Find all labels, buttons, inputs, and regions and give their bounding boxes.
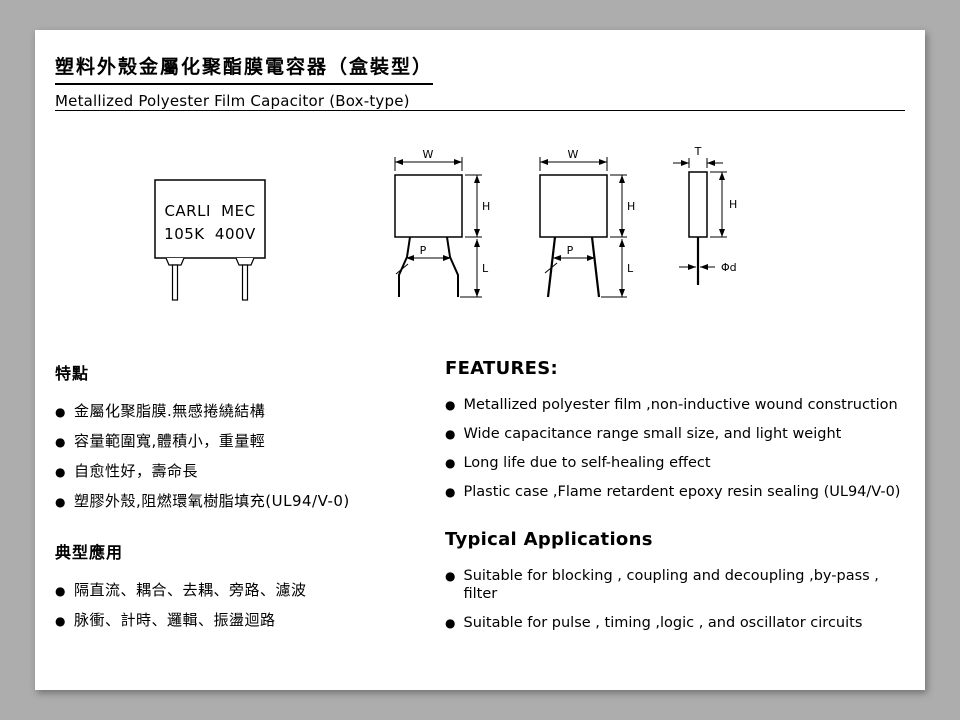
drawing-dim-bent-leads [394, 157, 482, 298]
capacitor-body [154, 179, 266, 259]
list-item-text: 脉衝、計時、邏輯、振盪迴路 [73, 611, 276, 629]
dim-label-t: T [694, 145, 702, 158]
page-title-zh: 塑料外殼金屬化聚酯膜電容器（盒裝型） [55, 52, 434, 85]
list-item: ● 自愈性好，壽命長 [55, 462, 433, 481]
dim-label-p: P [567, 244, 574, 257]
dim-label-h: H [729, 198, 737, 211]
list-item: ● 塑膠外殼,阻燃環氧樹脂填充(UL94/V-0) [55, 492, 433, 511]
capacitor-lead-left [171, 264, 179, 301]
capacitor-marking-brand: CARLI MEC [164, 202, 255, 220]
list-item: ● 隔直流、耦合、去耦、旁路、濾波 [55, 581, 433, 600]
list-item: ● Suitable for pulse , timing ,logic , an… [445, 614, 910, 632]
title-row: 塑料外殼金屬化聚酯膜電容器（盒裝型） [55, 52, 905, 85]
applications-en-list: ● Suitable for blocking , coupling and de… [445, 567, 910, 632]
list-item-text: Long life due to self-healing effect [463, 455, 711, 471]
list-item: ● 金屬化聚脂膜.無感捲繞結構 [55, 402, 433, 421]
list-item: ● Suitable for blocking , coupling and de… [445, 567, 910, 603]
bullet-icon: ● [55, 584, 66, 598]
section-english: FEATURES: ● Metallized polyester film ,no… [445, 358, 910, 643]
bullet-icon: ● [55, 614, 66, 628]
applications-zh-heading: 典型應用 [55, 543, 124, 562]
dim-label-h: H [627, 200, 635, 213]
drawing-capacitor-front [154, 179, 266, 301]
list-item-text: 塑膠外殼,阻燃環氧樹脂填充(UL94/V-0) [73, 492, 350, 510]
features-zh-heading: 特點 [55, 364, 90, 383]
list-item-text: 容量範圍寬,體積小，重量輕 [73, 432, 266, 450]
bullet-icon: ● [445, 616, 456, 630]
list-item-text: Suitable for pulse , timing ,logic , and… [463, 615, 863, 631]
bullet-icon: ● [55, 495, 66, 509]
list-item-text: Wide capacitance range small size, and l… [463, 426, 842, 442]
list-item-text: Suitable for blocking , coupling and dec… [463, 568, 879, 602]
capacitor-lead-right [241, 264, 249, 301]
capacitor-foot-left [165, 257, 185, 266]
dim-label-p: P [420, 244, 427, 257]
bullet-icon: ● [55, 465, 66, 479]
list-item: ● Long life due to self-healing effect [445, 454, 910, 472]
page-title-en: Metallized Polyester Film Capacitor (Box… [55, 92, 410, 110]
drawing-dim-straight-leads [539, 157, 627, 298]
dim-label-w: W [568, 148, 579, 161]
bullet-icon: ● [445, 569, 456, 583]
features-en-heading: FEATURES: [445, 358, 559, 379]
bullet-icon: ● [55, 435, 66, 449]
list-item-text: Plastic case ,Flame retardent epoxy resi… [463, 484, 901, 500]
list-item: ● 脉衝、計時、邏輯、振盪迴路 [55, 611, 433, 630]
dim-label-phi-d: Φd [721, 261, 737, 274]
list-item-text: 金屬化聚脂膜.無感捲繞結構 [73, 402, 266, 420]
header-divider [55, 110, 905, 111]
technical-drawings-svg: CARLI MEC 105K 400V W H P L [154, 145, 737, 301]
technical-drawings: CARLI MEC 105K 400V W H P L [35, 145, 925, 315]
list-item: ● Metallized polyester film ,non-inductiv… [445, 396, 910, 414]
dim-label-l: L [482, 262, 489, 275]
features-en-list: ● Metallized polyester film ,non-inductiv… [445, 396, 910, 501]
bullet-icon: ● [445, 485, 456, 499]
list-item-text: 隔直流、耦合、去耦、旁路、濾波 [73, 581, 307, 599]
bullet-icon: ● [445, 456, 456, 470]
dim-label-w: W [423, 148, 434, 161]
applications-zh-list: ● 隔直流、耦合、去耦、旁路、濾波 ● 脉衝、計時、邏輯、振盪迴路 [55, 581, 433, 630]
bullet-icon: ● [445, 427, 456, 441]
bullet-icon: ● [445, 398, 456, 412]
dim-label-l: L [627, 262, 634, 275]
list-item: ● Wide capacitance range small size, and … [445, 425, 910, 443]
drawing-dim-side-view [673, 158, 727, 285]
page-header: 塑料外殼金屬化聚酯膜電容器（盒裝型） Metallized Polyester … [55, 52, 905, 110]
capacitor-marking-value: 105K 400V [164, 225, 256, 243]
bullet-icon: ● [55, 405, 66, 419]
capacitor-foot-right [235, 257, 255, 266]
applications-en-heading: Typical Applications [445, 529, 653, 550]
features-zh-list: ●金屬化聚脂膜.無感捲繞結構 ●容量範圍寬,體積小，重量輕 ●自愈性好，壽命長 … [55, 402, 433, 511]
list-item-text: 自愈性好，壽命長 [73, 462, 198, 480]
list-item: ● 容量範圍寬,體積小，重量輕 [55, 432, 433, 451]
section-chinese: 特點 ● 金屬化聚脂膜.無感捲繞結構 ● 容量範圍寬,體積小，重量輕 ● 自愈性好，壽… [55, 360, 433, 641]
datasheet-page: 塑料外殼金屬化聚酯膜電容器（盒裝型） Metallized Polyester … [35, 30, 925, 690]
dim-label-h: H [482, 200, 490, 213]
list-item-text: Metallized polyester film ,non-inductive… [463, 397, 898, 413]
list-item: ● Plastic case ,Flame retardent epoxy res… [445, 483, 910, 501]
